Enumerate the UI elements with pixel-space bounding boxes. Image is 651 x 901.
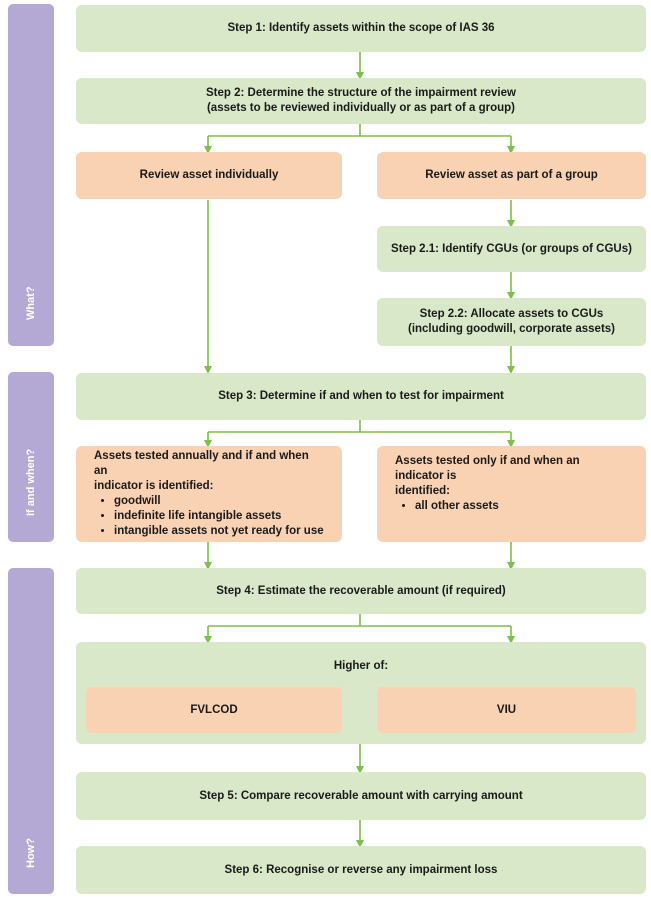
step6-text: Step 6: Recognise or reverse any impairm… bbox=[224, 863, 498, 876]
indicator-list: all other assets bbox=[395, 499, 628, 514]
annual-line1: Assets tested annually and if and when a… bbox=[94, 450, 309, 477]
viu-text: VIU bbox=[496, 703, 517, 716]
step2-line1: Step 2: Determine the structure of the i… bbox=[206, 87, 516, 99]
fvlcod-text: FVLCOD bbox=[190, 703, 238, 716]
indicator-line1: Assets tested only if and when an indica… bbox=[395, 455, 580, 482]
fvlcod-box: FVLCOD bbox=[86, 687, 342, 733]
sidebar-if-when: If and when? bbox=[8, 372, 54, 542]
step2-1-text: Step 2.1: Identify CGUs (or groups of CG… bbox=[391, 242, 632, 255]
step4-box: Step 4: Estimate the recoverable amount … bbox=[76, 568, 646, 614]
review-group-box: Review asset as part of a group bbox=[377, 152, 646, 199]
annual-item: goodwill bbox=[114, 494, 324, 509]
annual-line2: indicator is identified: bbox=[94, 480, 214, 492]
review-group-text: Review asset as part of a group bbox=[425, 169, 598, 181]
step2-1-box: Step 2.1: Identify CGUs (or groups of CG… bbox=[377, 226, 646, 272]
annual-test-box: Assets tested annually and if and when a… bbox=[76, 446, 342, 542]
step6-box: Step 6: Recognise or reverse any impairm… bbox=[76, 846, 646, 894]
step2-2-line1: Step 2.2: Allocate assets to CGUs bbox=[419, 308, 604, 320]
indicator-line2: identified: bbox=[395, 485, 450, 497]
step5-text: Step 5: Compare recoverable amount with … bbox=[199, 789, 523, 802]
sidebar-what: What? bbox=[8, 4, 54, 346]
review-individual-text: Review asset individually bbox=[139, 169, 279, 181]
sidebar-how: How? bbox=[8, 568, 54, 894]
step5-box: Step 5: Compare recoverable amount with … bbox=[76, 772, 646, 820]
step1-text: Step 1: Identify assets within the scope… bbox=[227, 22, 495, 34]
step3-text: Step 3: Determine if and when to test fo… bbox=[218, 390, 504, 402]
annual-item: intangible assets not yet ready for use bbox=[114, 524, 324, 539]
sidebar-how-label: How? bbox=[25, 838, 37, 868]
step4-text: Step 4: Estimate the recoverable amount … bbox=[216, 584, 506, 597]
annual-item: indefinite life intangible assets bbox=[114, 509, 324, 524]
sidebar-if-when-label: If and when? bbox=[25, 448, 37, 516]
indicator-item: all other assets bbox=[415, 499, 628, 514]
review-individual-box: Review asset individually bbox=[76, 152, 342, 199]
step2-box: Step 2: Determine the structure of the i… bbox=[76, 78, 646, 124]
step3-box: Step 3: Determine if and when to test fo… bbox=[76, 373, 646, 420]
step2-line2: (assets to be reviewed individually or a… bbox=[206, 102, 515, 114]
step2-2-box: Step 2.2: Allocate assets to CGUs (inclu… bbox=[377, 298, 646, 346]
annual-list: goodwill indefinite life intangible asse… bbox=[94, 494, 324, 539]
sidebar-what-label: What? bbox=[25, 286, 37, 320]
step1-box: Step 1: Identify assets within the scope… bbox=[76, 5, 646, 52]
indicator-test-box: Assets tested only if and when an indica… bbox=[377, 446, 646, 542]
higher-of-label: Higher of: bbox=[333, 660, 389, 672]
viu-box: VIU bbox=[377, 687, 636, 733]
step2-2-line2: (including goodwill, corporate assets) bbox=[407, 323, 616, 335]
